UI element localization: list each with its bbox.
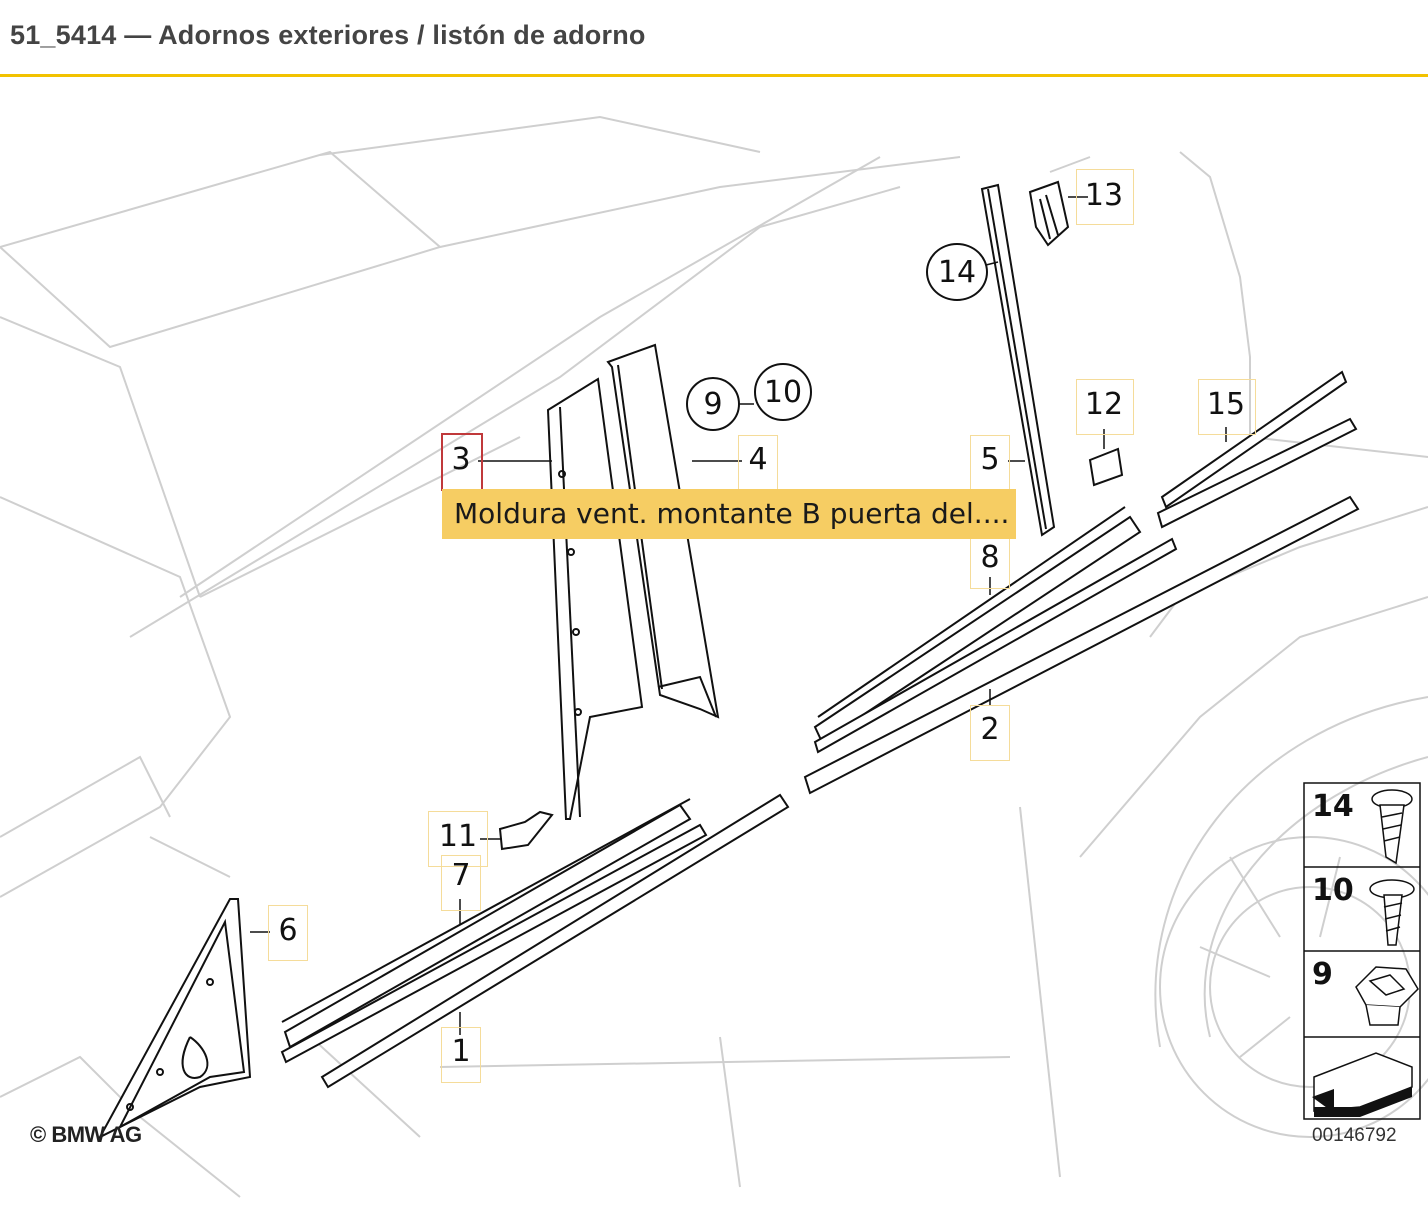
legend-item-10[interactable]: 10 <box>1312 873 1354 908</box>
callout-1-box[interactable] <box>441 1027 481 1083</box>
callout-13-box[interactable] <box>1076 169 1134 225</box>
car-body-outline <box>0 115 1428 1198</box>
diagram-drawing <box>0 115 1428 1198</box>
callout-3[interactable]: 3 <box>451 442 471 477</box>
callout-1[interactable]: 1 <box>451 1034 471 1069</box>
callout-12-box[interactable] <box>1076 379 1134 435</box>
callout-15-box[interactable] <box>1198 379 1256 435</box>
legend-frame <box>1303 782 1421 1120</box>
direction-arrow-icon <box>1312 1052 1413 1117</box>
callout-10[interactable]: 10 <box>754 363 812 421</box>
callout-14[interactable]: 14 <box>926 243 988 301</box>
callout-6-box[interactable] <box>268 905 308 961</box>
callout-5[interactable]: 5 <box>980 442 1000 477</box>
clip-9-icon <box>1355 966 1419 1026</box>
legend-item-9[interactable]: 9 <box>1312 957 1333 992</box>
callout-13[interactable]: 13 <box>1084 178 1124 213</box>
screw-10-icon <box>1369 879 1415 946</box>
leader-lines <box>250 196 1227 1035</box>
callout-2-box[interactable] <box>970 705 1010 761</box>
part-tooltip: Moldura vent. montante B puerta del.... <box>442 489 1016 539</box>
callout-11[interactable]: 11 <box>438 819 478 854</box>
callout-11-box[interactable] <box>428 811 488 867</box>
copyright-text: © BMW AG <box>30 1122 142 1147</box>
callout-8[interactable]: 8 <box>980 540 1000 575</box>
legend-item-14[interactable]: 14 <box>1312 789 1354 824</box>
callout-2[interactable]: 2 <box>980 712 1000 747</box>
callout-15[interactable]: 15 <box>1206 387 1246 422</box>
callout-7[interactable]: 7 <box>451 858 471 893</box>
page-title: 51_5414 — Adornos exteriores / listón de… <box>10 20 646 50</box>
callout-12[interactable]: 12 <box>1084 387 1124 422</box>
callout-6[interactable]: 6 <box>278 913 298 948</box>
callout-4[interactable]: 4 <box>748 442 768 477</box>
parts-diagram: 3 4 9 10 5 14 13 12 15 8 2 11 7 1 6 Mold… <box>0 77 1428 1206</box>
callout-9[interactable]: 9 <box>686 377 740 431</box>
diagram-id: 00146792 <box>1312 1125 1397 1146</box>
parts-drawing <box>97 180 1360 1140</box>
page-header: 51_5414 — Adornos exteriores / listón de… <box>0 0 1428 77</box>
screw-14-icon <box>1371 789 1413 865</box>
callout-7-box[interactable] <box>441 855 481 911</box>
